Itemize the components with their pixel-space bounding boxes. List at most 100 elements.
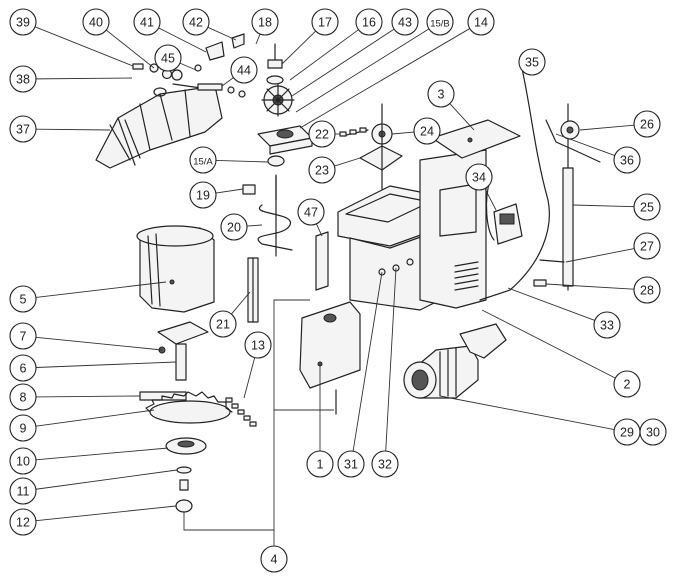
callout-20: 20 — [220, 213, 263, 241]
part-chain-sprocket — [339, 103, 403, 191]
callout-15b: 15/B — [295, 8, 454, 113]
callout-26: 26 — [579, 110, 661, 138]
callout-number-20: 20 — [227, 221, 241, 235]
callout-circle-45 — [154, 44, 182, 72]
callout-number-16: 16 — [362, 16, 376, 30]
leader-line-15b — [295, 28, 430, 113]
callout-36: 36 — [555, 133, 641, 174]
leader-line-19 — [215, 188, 244, 194]
callout-number-31: 31 — [344, 458, 358, 472]
callout-circle-9 — [9, 414, 37, 442]
callout-circle-3 — [427, 80, 455, 108]
leader-line-3 — [449, 103, 475, 131]
leader-line-21 — [231, 291, 251, 315]
leader-line-15a — [215, 159, 269, 163]
callout-9: 9 — [9, 409, 155, 442]
callout-number-34: 34 — [472, 171, 486, 185]
callout-number-7: 7 — [20, 330, 27, 344]
callout-18: 18 — [251, 8, 279, 45]
callout-circle-34 — [465, 163, 493, 191]
leader-line-23 — [334, 157, 361, 167]
callout-circle-41 — [133, 8, 161, 36]
leader-line-8 — [35, 395, 141, 398]
leader-line-32 — [385, 267, 397, 452]
callout-42: 42 — [182, 8, 237, 41]
callout-circle-14 — [467, 8, 495, 36]
callout-33: 33 — [507, 287, 621, 339]
leader-line-36 — [555, 133, 615, 156]
leader-line-28 — [545, 283, 635, 290]
leader-line-16 — [289, 29, 359, 81]
callout-number-22: 22 — [315, 128, 329, 142]
callout-38: 38 — [9, 65, 133, 93]
leader-line-47 — [316, 223, 323, 237]
callout-circle-13 — [244, 331, 272, 359]
callout-number-37: 37 — [16, 123, 30, 137]
callout-40: 40 — [82, 8, 155, 69]
callout-number-14: 14 — [474, 16, 488, 30]
part-hopper-base — [139, 321, 209, 401]
callout-number-19: 19 — [196, 189, 210, 203]
callout-circle-39 — [9, 8, 37, 36]
callout-circle-12 — [9, 508, 37, 536]
leader-line-25 — [572, 204, 635, 208]
callout-number-26: 26 — [640, 118, 654, 132]
part-right-shaft — [533, 103, 601, 291]
part-blade-stack — [145, 391, 233, 513]
callout-number-11: 11 — [17, 485, 30, 499]
leader-line-5 — [35, 281, 167, 298]
callout-number-29: 29 — [620, 426, 634, 440]
callout-circle-33 — [593, 311, 621, 339]
callout-circle-17 — [311, 8, 339, 36]
callout-circle-16 — [355, 8, 383, 36]
part-13-chain — [225, 397, 257, 427]
callout-25: 25 — [572, 193, 661, 221]
callout-number-18: 18 — [258, 16, 272, 30]
leader-line-29 — [439, 395, 615, 430]
callout-number-45: 45 — [161, 52, 175, 66]
callout-29: 29 — [439, 395, 641, 446]
callout-number-10: 10 — [16, 455, 30, 469]
leader-line-6 — [35, 361, 177, 368]
part-main-housing — [337, 185, 441, 311]
callout-number-4: 4 — [271, 553, 278, 567]
callout-44: 44 — [221, 56, 258, 87]
callout-13: 13 — [243, 331, 272, 399]
leader-line-38 — [35, 77, 133, 80]
callout-circle-35 — [518, 48, 546, 76]
callout-19: 19 — [189, 181, 244, 209]
leader-line-45 — [179, 62, 197, 71]
part-41-bracket — [194, 33, 246, 98]
callout-32: 32 — [371, 267, 399, 478]
callout-circle-26 — [633, 110, 661, 138]
part-14-bearing — [257, 125, 313, 155]
callout-4: 4 — [260, 530, 288, 573]
callout-number-40: 40 — [89, 16, 103, 30]
callout-15a: 15/A — [189, 146, 269, 174]
leader-line-2 — [481, 309, 616, 379]
callout-number-25: 25 — [640, 201, 654, 215]
callout-circle-8 — [9, 383, 37, 411]
callout-circle-37 — [9, 115, 37, 143]
callout-21: 21 — [209, 291, 251, 338]
callout-17: 17 — [281, 8, 339, 65]
callout-41: 41 — [133, 8, 207, 53]
callout-number-6: 6 — [20, 362, 27, 376]
callout-circle-2 — [613, 370, 641, 398]
callout-number-2: 2 — [624, 378, 631, 392]
callout-number-12: 12 — [16, 516, 30, 530]
callout-circle-31 — [337, 450, 365, 478]
leader-line-7 — [35, 336, 163, 351]
callout-27: 27 — [565, 232, 661, 263]
callout-circle-28 — [633, 276, 661, 304]
callout-37: 37 — [9, 115, 111, 143]
callout-circle-24 — [413, 117, 441, 145]
callout-47: 47 — [297, 198, 325, 237]
callout-circle-32 — [371, 450, 399, 478]
part-5-hopper — [136, 225, 215, 313]
callout-number-27: 27 — [640, 240, 654, 254]
callout-number-43: 43 — [398, 16, 412, 30]
callout-1: 1 — [306, 364, 334, 478]
callout-circle-5 — [9, 285, 37, 313]
callout-number-3: 3 — [438, 88, 445, 102]
